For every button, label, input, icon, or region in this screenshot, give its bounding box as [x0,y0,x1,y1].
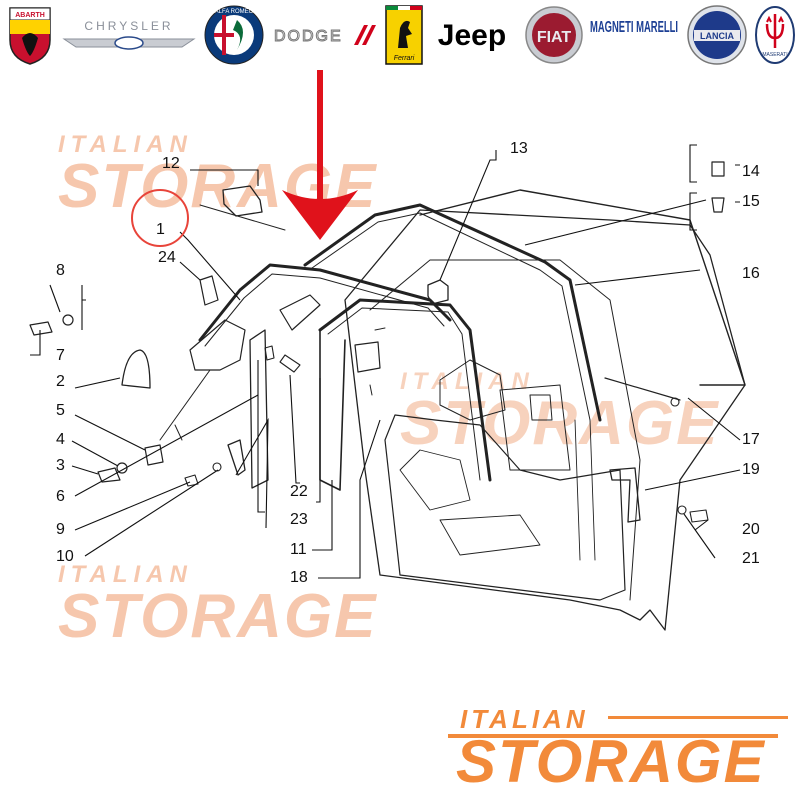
callout-1: 1 [156,221,165,238]
footer-logo-bottom: STORAGE [456,728,766,795]
svg-text:MAGNETI MARELLI: MAGNETI MARELLI [590,19,678,36]
part-12 [222,185,263,217]
callout-5: 5 [56,402,65,419]
callout-2: 2 [56,373,65,390]
callout-6: 6 [56,488,65,505]
svg-text:FIAT: FIAT [537,29,572,46]
callout-11: 11 [290,541,307,558]
callout-7: 7 [56,347,65,364]
callout-10: 10 [56,548,74,565]
callout-19: 19 [742,461,760,478]
callout-8: 8 [56,262,65,279]
callout-24: 24 [158,249,176,266]
fiat-logo: FIAT [524,4,584,66]
magneti-marelli-logo: MAGNETI MARELLI ​ [588,4,680,66]
svg-text:MASERATI: MASERATI [762,52,787,58]
ferrari-logo: Ferrari [382,4,426,66]
footer-logo-rule-mid [448,734,778,738]
part-2-cap [121,349,151,389]
svg-text:DODGE: DODGE [274,28,343,45]
italian-storage-logo: ITALIAN STORAGE [448,700,788,796]
callout-9: 9 [56,521,65,538]
dodge-logo: DODGE [270,4,380,66]
callout-17: 17 [742,431,760,448]
svg-text:Jeep: Jeep [438,19,506,52]
callout-23: 23 [290,511,308,528]
callout-18: 18 [290,569,308,586]
door-body-outline [344,209,746,631]
maserati-logo: MASERATI [752,4,798,66]
svg-text:ALFA ROMEO: ALFA ROMEO [215,9,254,15]
svg-text:ABARTH: ABARTH [15,12,45,19]
lancia-logo: LANCIA [684,4,750,66]
brand-logo-bar: ABARTH CHRYSLER ALFA ROMEO [0,0,800,70]
callout-21: 21 [742,550,760,567]
callout-16: 16 [742,265,760,282]
callout-15: 15 [742,193,760,210]
callout-20: 20 [742,521,760,538]
callout-12: 12 [162,155,180,172]
highlight-arrow-head [282,190,358,240]
door-glass [419,189,746,386]
svg-text:LANCIA: LANCIA [700,31,734,41]
callout-13: 13 [510,140,528,157]
footer-logo-rule-top [608,716,788,719]
door-exploded-diagram: 12 1 24 8 7 2 5 4 3 6 9 10 13 14 15 16 1… [29,70,760,631]
chrysler-logo: CHRYSLER [62,4,196,66]
svg-text:CHRYSLER: CHRYSLER [84,19,173,33]
alfa-romeo-logo: ALFA ROMEO [202,4,266,66]
highlight-circle [131,189,189,247]
svg-text:Ferrari: Ferrari [394,55,415,62]
callout-3: 3 [56,457,65,474]
jeep-logo: Jeep [428,4,516,66]
callout-22: 22 [290,483,308,500]
callout-14: 14 [742,163,760,180]
abarth-logo: ABARTH [2,4,58,66]
footer-logo-top: ITALIAN [460,704,589,734]
callout-4: 4 [56,431,65,448]
